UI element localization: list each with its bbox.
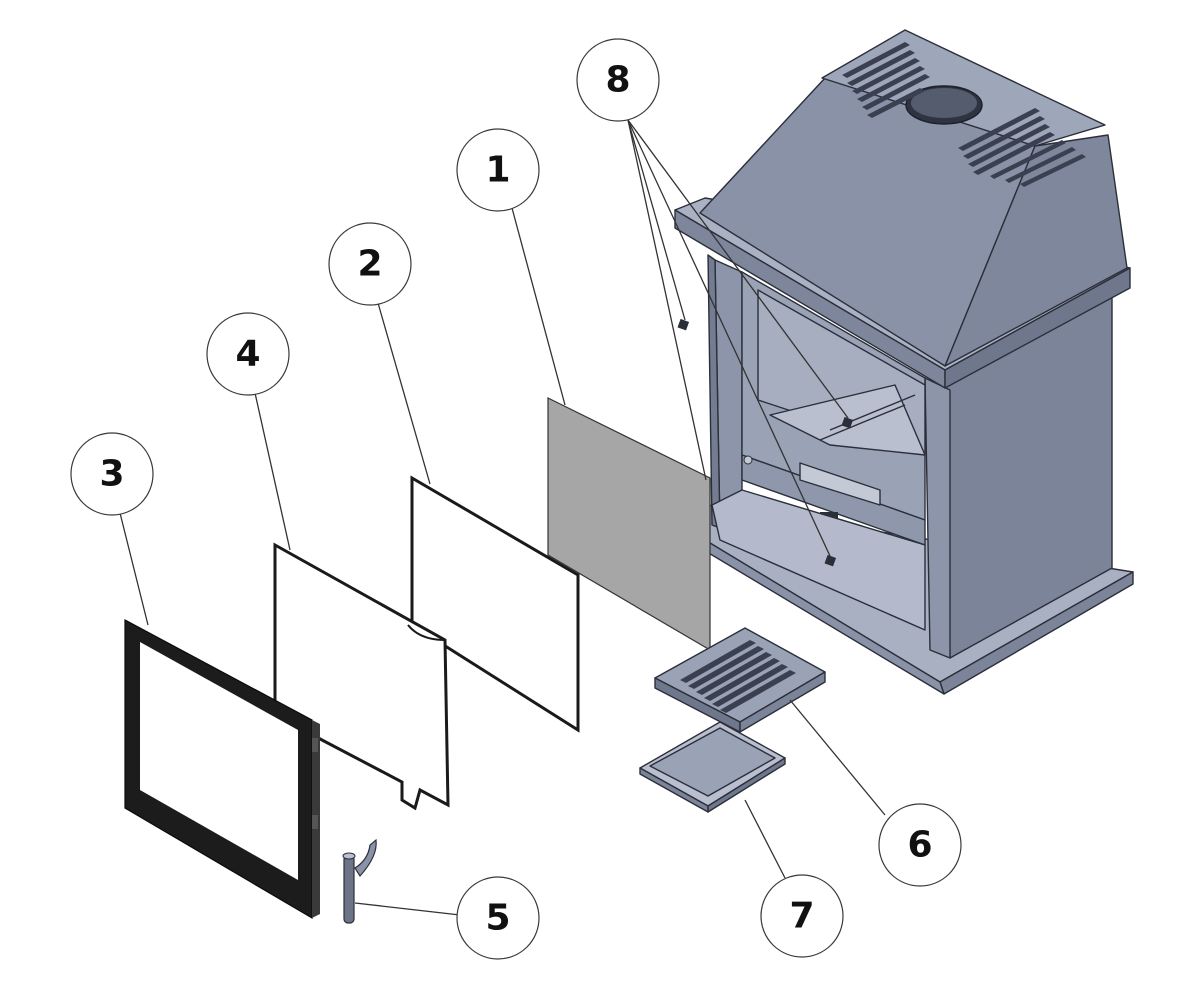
callout-1: 1 — [456, 128, 540, 212]
fixing-bolt-firebox — [841, 416, 854, 429]
hood-right-slope — [944, 134, 1128, 367]
leader-7 — [744, 799, 786, 879]
stove-front-right-pillar — [924, 377, 951, 659]
callout-5-label: 5 — [485, 898, 510, 939]
fixing-bolt-lower — [824, 554, 837, 567]
glass-gasket — [410, 475, 580, 733]
leader-4 — [254, 392, 291, 551]
leader-8a — [627, 119, 686, 321]
door-handle — [342, 838, 377, 924]
door-hinge-bottom — [312, 815, 318, 829]
stove-body — [671, 29, 1134, 695]
stove-inner-floor — [711, 489, 926, 631]
door-gasket-notch — [407, 624, 446, 641]
leader-8c — [627, 119, 849, 419]
callout-2: 2 — [328, 222, 412, 306]
hood-vent-slots-right — [958, 108, 1086, 187]
ash-slot — [799, 462, 881, 506]
door-frame-glass-opening — [140, 642, 298, 880]
leader-lines — [119, 119, 886, 916]
leader-6 — [789, 699, 886, 816]
fixing-bolt-upper — [677, 318, 690, 331]
firebox-tray-rail-2 — [819, 404, 906, 441]
flue-opening — [911, 88, 977, 118]
leader-2 — [377, 302, 431, 485]
door-hinge-top — [312, 738, 318, 752]
leader-8b — [627, 119, 707, 481]
callout-7: 7 — [760, 874, 844, 958]
grate — [654, 627, 826, 733]
callout-8: 8 — [576, 38, 660, 122]
callout-4-label: 4 — [235, 334, 260, 375]
leader-8d — [627, 119, 831, 557]
leader-5 — [354, 902, 461, 916]
inner-bolt-small — [743, 455, 753, 465]
callout-7-label: 7 — [789, 896, 814, 937]
callout-1-label: 1 — [485, 150, 510, 191]
hood-vent-slots-left — [842, 42, 930, 118]
callout-2-label: 2 — [357, 244, 382, 285]
callout-6-label: 6 — [907, 825, 932, 866]
callout-6: 6 — [878, 803, 962, 887]
callout-5: 5 — [456, 876, 540, 960]
hood-lip-side — [944, 267, 1131, 389]
callout-3-label: 3 — [99, 454, 124, 495]
ash-pan — [639, 721, 786, 813]
callout-3: 3 — [70, 432, 154, 516]
leader-3 — [119, 512, 149, 626]
callout-8-label: 8 — [605, 60, 630, 101]
callout-4: 4 — [206, 312, 290, 396]
leader-1 — [511, 207, 566, 406]
